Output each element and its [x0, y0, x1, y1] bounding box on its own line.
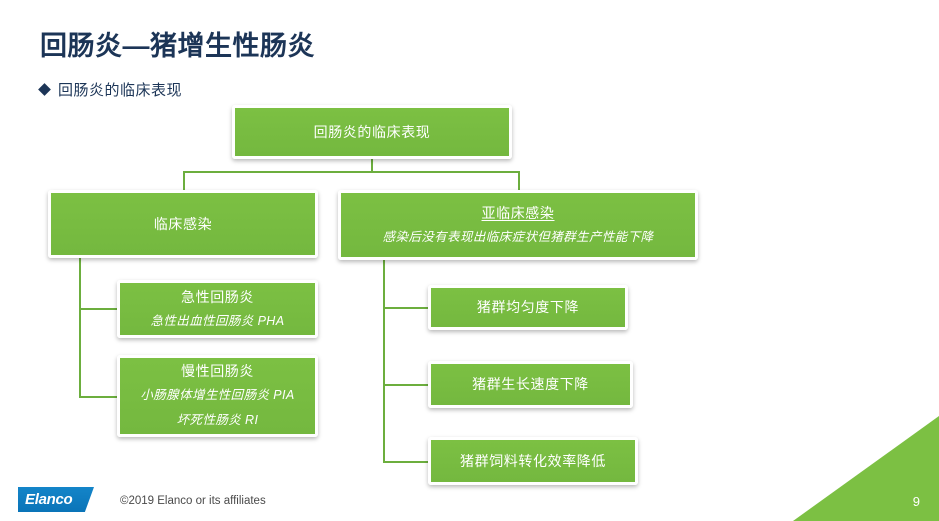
node-feed-conversion-decline-label: 猪群饲料转化效率降低	[460, 452, 606, 469]
connector-to-subclinical	[518, 171, 520, 190]
connector-subclinical-spine	[383, 260, 385, 462]
connector-subclinical-child-2	[383, 384, 429, 386]
connector-clinical-spine	[79, 258, 81, 397]
page-number: 9	[912, 494, 920, 509]
copyright-text: ©2019 Elanco or its affiliates	[120, 495, 266, 507]
node-root[interactable]: 回肠炎的临床表现	[232, 105, 512, 159]
connector-clinical-child-2	[79, 396, 118, 398]
node-acute-ileitis-sublabel: 急性出血性回肠炎 PHA	[150, 313, 285, 328]
node-acute-ileitis[interactable]: 急性回肠炎 急性出血性回肠炎 PHA	[117, 280, 318, 338]
section-bullet: 回肠炎的临床表现	[38, 79, 183, 100]
node-feed-conversion-decline[interactable]: 猪群饲料转化效率降低	[428, 437, 638, 485]
node-clinical-infection[interactable]: 临床感染	[48, 190, 318, 258]
node-uniformity-decline[interactable]: 猪群均匀度下降	[428, 285, 628, 330]
connector-root-stem	[371, 158, 373, 172]
node-clinical-infection-label: 临床感染	[153, 215, 213, 232]
connector-subclinical-child-3	[383, 461, 429, 463]
node-root-label: 回肠炎的临床表现	[313, 123, 431, 140]
elanco-logo-text: Elanco	[25, 491, 73, 508]
node-subclinical-infection[interactable]: 亚临床感染 感染后没有表现出临床症状但猪群生产性能下降	[338, 190, 698, 260]
node-subclinical-infection-label: 亚临床感染	[481, 204, 555, 221]
node-uniformity-decline-label: 猪群均匀度下降	[476, 299, 580, 316]
elanco-logo: Elanco	[18, 487, 94, 512]
node-growth-rate-decline[interactable]: 猪群生长速度下降	[428, 361, 633, 408]
node-growth-rate-decline-label: 猪群生长速度下降	[472, 376, 589, 393]
connector-subclinical-child-1	[383, 307, 429, 309]
node-acute-ileitis-label: 急性回肠炎	[181, 288, 254, 305]
node-subclinical-infection-sublabel: 感染后没有表现出临床症状但猪群生产性能下降	[382, 229, 654, 244]
diamond-bullet-icon	[38, 83, 51, 96]
node-chronic-ileitis-label: 慢性回肠炎	[181, 363, 254, 380]
connector-to-clinical	[183, 171, 185, 190]
node-chronic-ileitis[interactable]: 慢性回肠炎 小肠腺体增生性回肠炎 PIA 坏死性肠炎 RI	[117, 355, 318, 437]
corner-triangle-decoration	[793, 416, 939, 521]
connector-root-bus	[183, 171, 520, 173]
node-chronic-ileitis-sublabel-1: 小肠腺体增生性回肠炎 PIA	[140, 388, 295, 403]
section-bullet-label: 回肠炎的临床表现	[58, 82, 183, 99]
page-title: 回肠炎—猪增生性肠炎	[40, 31, 315, 61]
node-chronic-ileitis-sublabel-2: 坏死性肠炎 RI	[176, 412, 259, 427]
connector-clinical-child-1	[79, 308, 118, 310]
